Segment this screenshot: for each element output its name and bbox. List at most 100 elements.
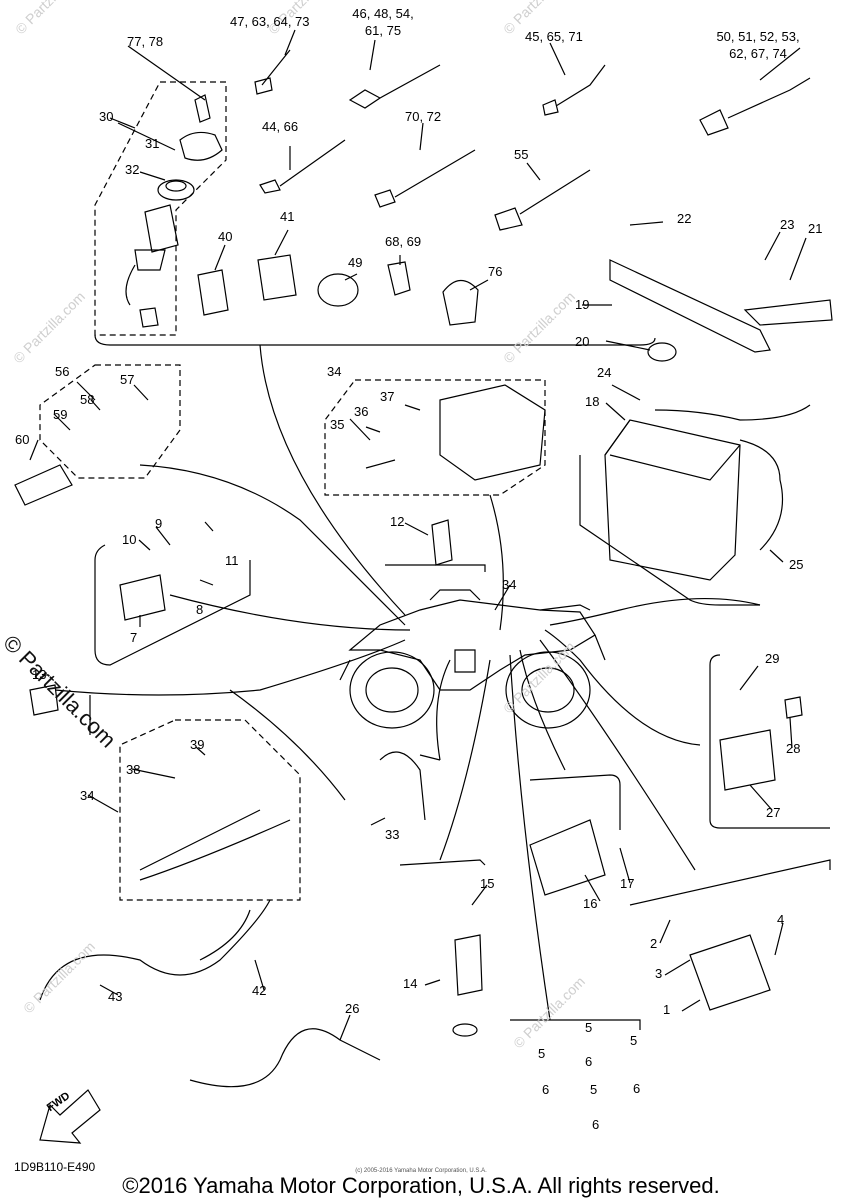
tie-50 (699, 77, 811, 136)
bracket-33 (419, 754, 441, 761)
label-35: 35 (330, 417, 345, 432)
label-6: 6 (585, 1054, 593, 1069)
label-1: 1 (663, 1002, 671, 1017)
label-57: 57 (120, 372, 135, 387)
leader-56 (139, 464, 406, 626)
label-19: 19 (575, 297, 590, 312)
grip-60 (14, 464, 73, 506)
group-34-box (324, 379, 546, 496)
label-25: 25 (789, 557, 804, 572)
diagram-code: 1D9B110-E490 (14, 1160, 96, 1174)
bracket-19 (609, 259, 771, 353)
bracket-14 (399, 859, 486, 866)
label-3: 3 (655, 966, 663, 981)
label-40: 40 (218, 229, 233, 244)
label-60: 60 (15, 432, 30, 447)
tie-45 (542, 64, 606, 116)
leader-27 (544, 629, 701, 746)
copyright-footer: ©2016 Yamaha Motor Corporation, U.S.A. A… (122, 1173, 720, 1198)
label-49: 49 (348, 255, 363, 270)
label-55: 55 (514, 147, 529, 162)
label-26: 26 (345, 1001, 360, 1016)
label-8: 8 (196, 602, 204, 617)
label-13: 13 (32, 667, 47, 682)
label-46-group-a: 46, 48, 54, (352, 6, 414, 21)
label-76: 76 (488, 264, 503, 279)
label-37: 37 (380, 389, 395, 404)
label-33: 33 (385, 827, 400, 842)
group-56-box (39, 364, 181, 479)
cable-24 (654, 404, 811, 421)
bracket-top (94, 334, 656, 346)
bracket-16 (529, 774, 621, 830)
label-7: 7 (130, 630, 138, 645)
label-14: 14 (403, 976, 418, 991)
bracket-12 (385, 564, 486, 572)
cdi-1 (689, 934, 771, 1011)
label-12: 12 (390, 514, 405, 529)
cushion-20 (647, 342, 677, 362)
label-32: 32 (125, 162, 140, 177)
sub-harness-26 (189, 1028, 381, 1088)
label-34-fusebox: 34 (327, 364, 342, 379)
label-5: 5 (585, 1020, 593, 1035)
label-20: 20 (575, 334, 590, 349)
label-17: 17 (620, 876, 635, 891)
label-50-group-b: 62, 67, 74 (729, 46, 787, 61)
label-21: 21 (808, 221, 823, 236)
label-41: 41 (280, 209, 295, 224)
label-34-harness: 34 (80, 788, 95, 803)
label-24: 24 (597, 365, 612, 380)
leader-14 (439, 659, 491, 861)
tie-47 (254, 49, 291, 95)
label-45-group: 45, 65, 71 (525, 29, 583, 44)
label-47-group: 47, 63, 64, 73 (230, 14, 310, 29)
label-22: 22 (677, 211, 692, 226)
leader-16 (519, 649, 566, 771)
label-27: 27 (766, 805, 781, 820)
label-4: 4 (777, 912, 785, 927)
label-38: 38 (126, 762, 141, 777)
label-68-group: 68, 69 (385, 234, 422, 249)
clip-68 (387, 261, 411, 296)
leader-wiring (259, 344, 406, 616)
label-6: 6 (633, 1081, 641, 1096)
tie-46 (348, 64, 441, 109)
clamp-76 (442, 279, 479, 326)
bracket-1 (629, 859, 831, 906)
leader-1 (539, 639, 696, 871)
label-5: 5 (630, 1033, 638, 1048)
bracket-7 (94, 544, 251, 666)
group-34b-box (119, 719, 301, 901)
label-70-group: 70, 72 (405, 109, 442, 124)
label-9: 9 (155, 516, 163, 531)
oring-14 (452, 1023, 478, 1037)
clamp-49 (317, 273, 359, 307)
switch-13 (29, 684, 59, 716)
label-59: 59 (53, 407, 68, 422)
sensor-14 (454, 934, 483, 996)
label-44-group: 44, 66 (262, 119, 299, 134)
label-2: 2 (650, 936, 658, 951)
tiny-copyright: (c) 2005-2016 Yamaha Motor Corporation, … (355, 1168, 487, 1174)
label-6: 6 (592, 1117, 600, 1132)
bracket-battery (579, 455, 760, 606)
leader-7 (169, 594, 411, 631)
label-23: 23 (780, 217, 795, 232)
tie-55 (494, 169, 591, 231)
bracket-27 (709, 654, 830, 829)
sub-harness-43 (39, 899, 271, 1001)
leader-38 (229, 689, 346, 801)
label-5: 5 (538, 1046, 546, 1061)
leader-33 (436, 659, 451, 761)
label-15: 15 (480, 876, 495, 891)
coil-7 (119, 574, 166, 621)
fuse-box-34 (439, 384, 546, 481)
atv-illustration (339, 589, 606, 729)
label-36: 36 (354, 404, 369, 419)
bracket-5 (510, 1019, 641, 1030)
fwd-arrow (39, 1089, 101, 1144)
leader-5 (509, 654, 551, 1021)
label-5: 5 (590, 1082, 598, 1097)
rectifier-16 (529, 819, 606, 896)
